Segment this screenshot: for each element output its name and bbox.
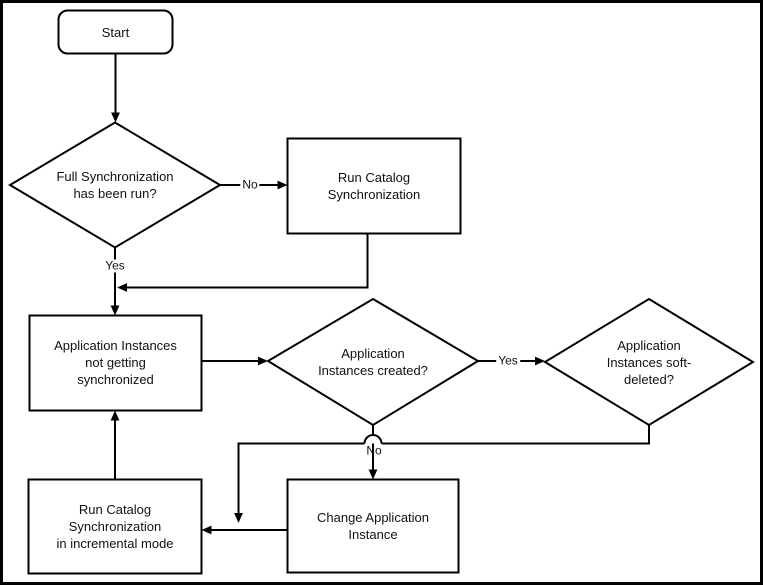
run-catalog-sync-shape: [286, 137, 462, 235]
start-shape: [57, 9, 174, 55]
line-hop: [363, 434, 383, 444]
edge-soft-deleted-return-right: [381, 425, 650, 445]
soft-deleted-decision-shape: [543, 297, 755, 427]
change-app-instance-shape: [286, 478, 460, 574]
edge-soft-deleted-return-left: [234, 442, 365, 523]
app-instances-not-synced-shape: [28, 314, 203, 412]
full-sync-decision-shape: [8, 121, 222, 249]
run-catalog-incremental-shape: [27, 478, 203, 575]
edge-run-catalog-merge: [117, 233, 369, 292]
instances-created-decision-shape: [266, 297, 480, 427]
